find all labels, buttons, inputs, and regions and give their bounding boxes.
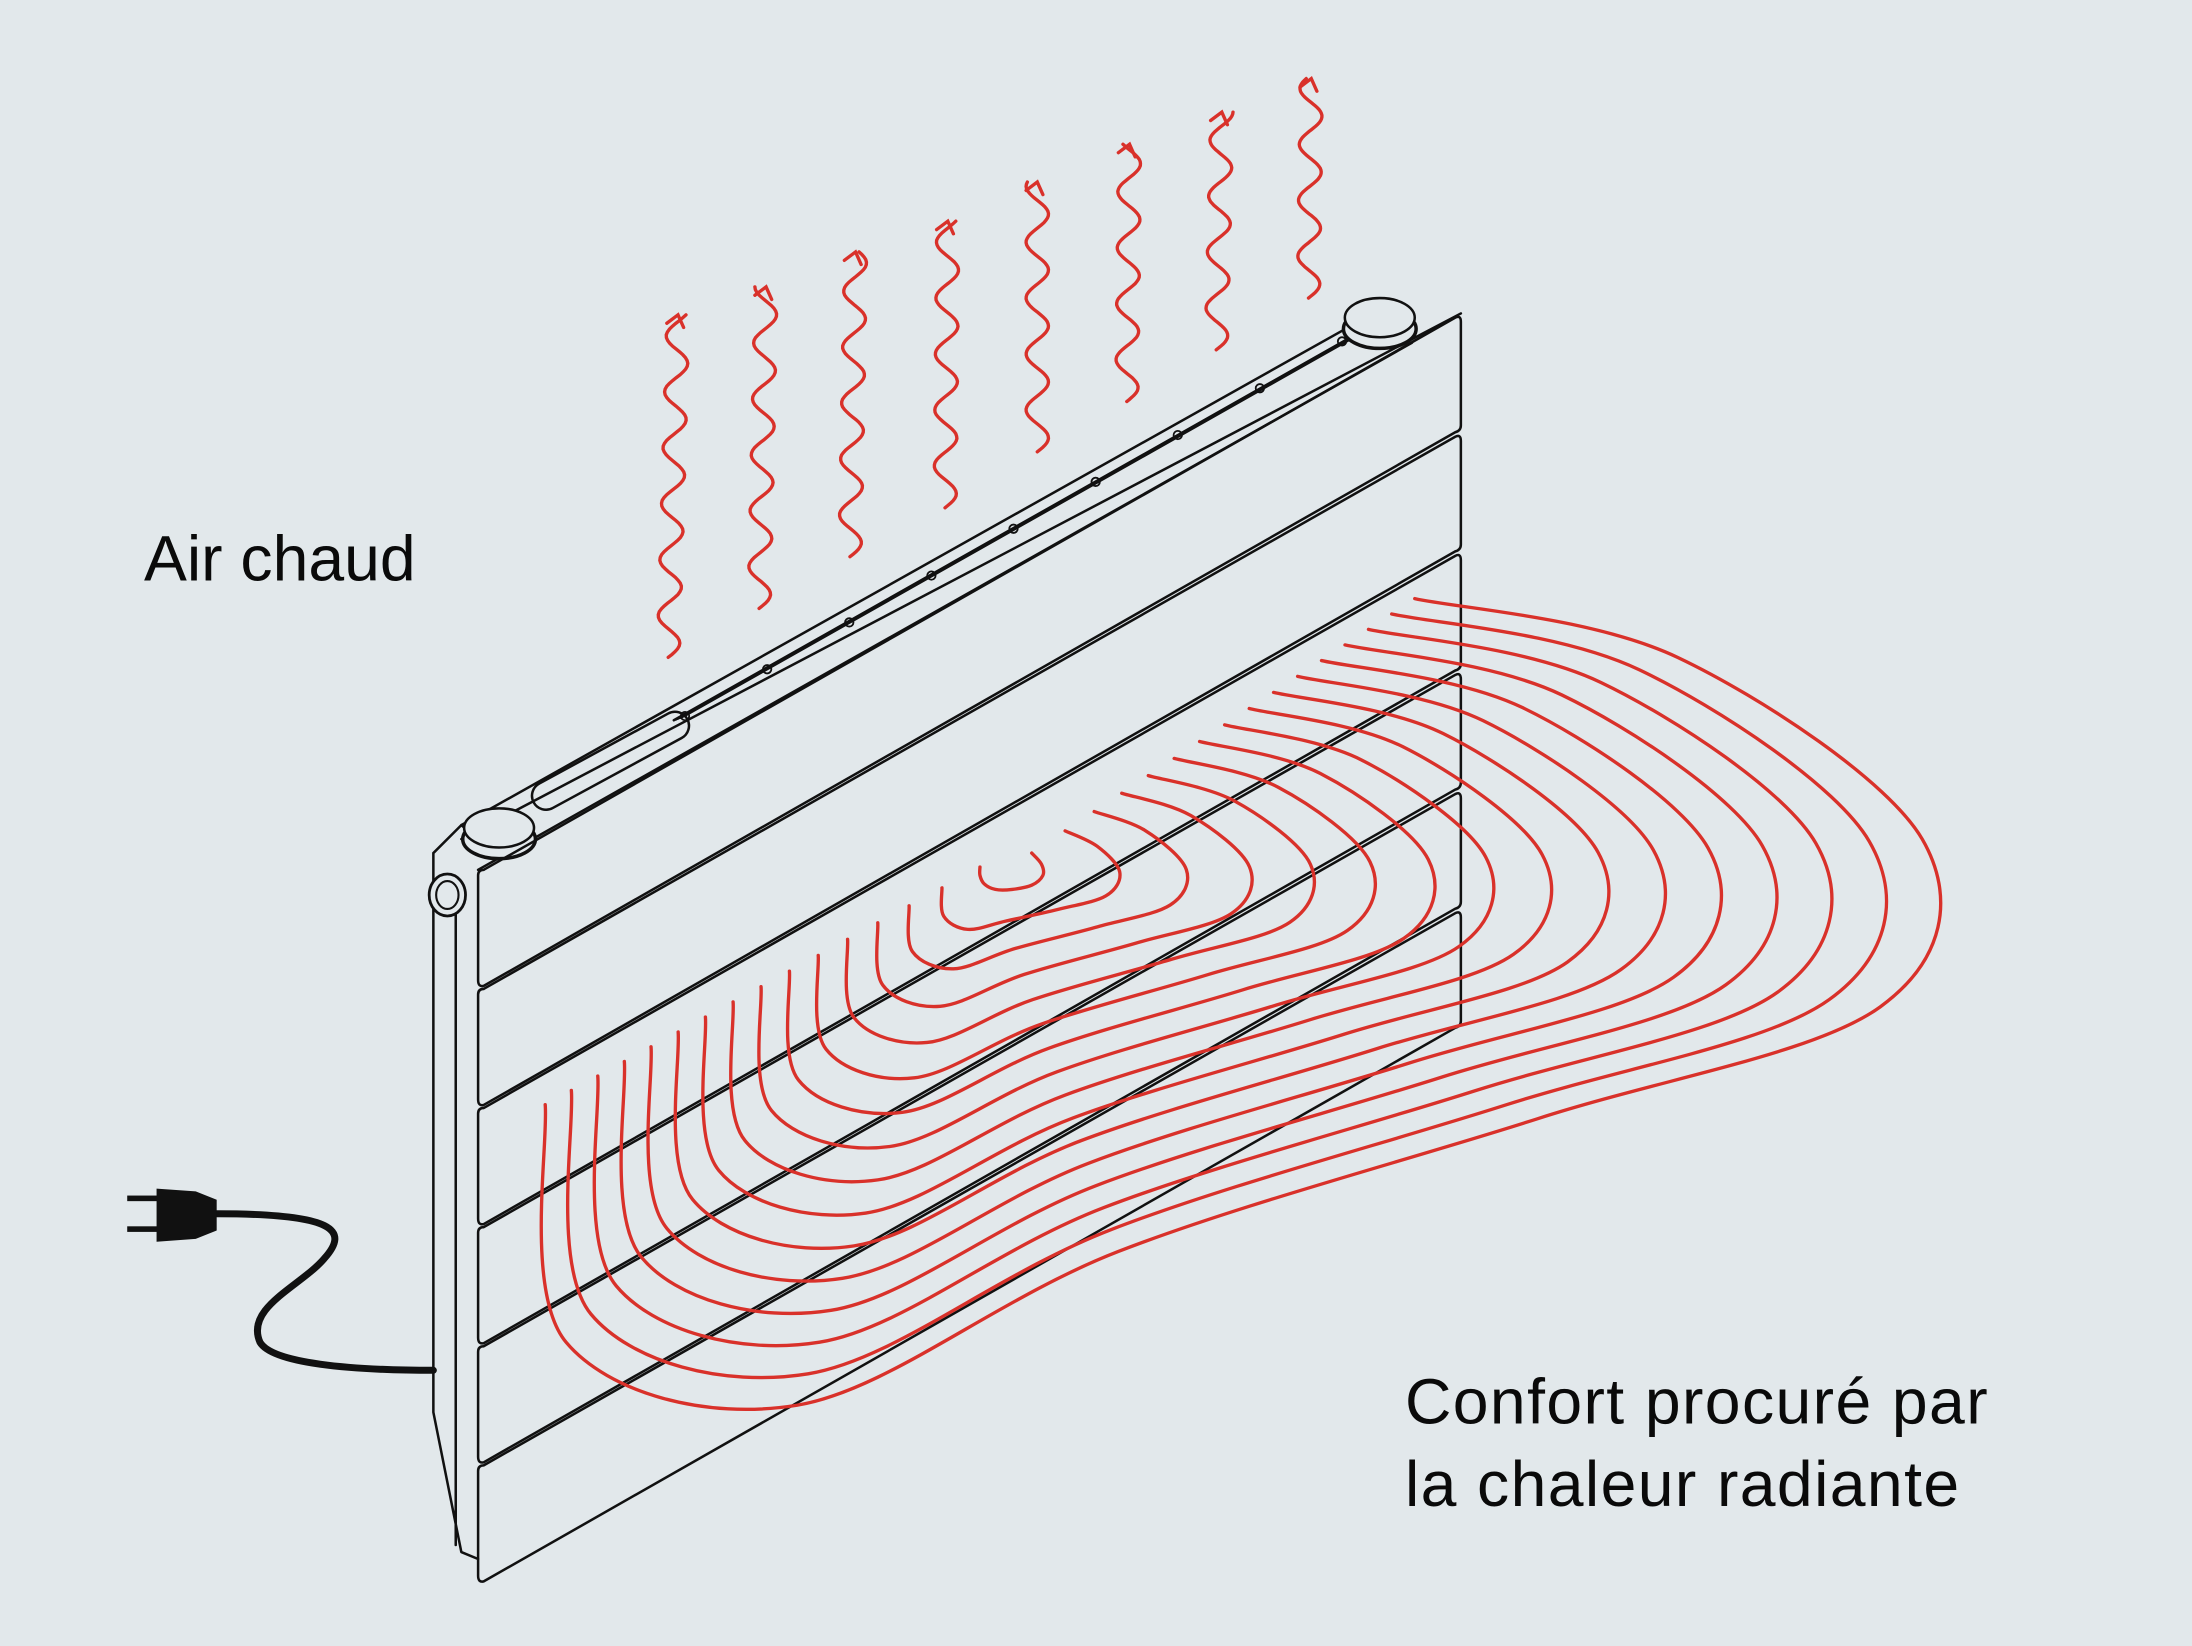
radiant-heat-contour-icon (701, 690, 1611, 1217)
radiant-heat-contour-icon (814, 756, 1377, 1081)
wave-arrowhead (1208, 109, 1230, 127)
grille-rivet (1336, 336, 1348, 347)
hot-air-wave-icon (747, 285, 779, 611)
radiator (427, 296, 1463, 1583)
radiant-heat-contour-icon (906, 809, 1190, 971)
radiator-grille (672, 330, 1365, 722)
radiant-heat-contour-icon (592, 627, 1834, 1348)
wave-arrowhead (1024, 179, 1045, 197)
radiant-heat-contours (539, 596, 1943, 1412)
radiator-panel (476, 792, 1463, 1464)
hot-air-label: Air chaud (144, 522, 416, 594)
grille-rivet (679, 710, 691, 722)
grille-rivet (762, 664, 773, 675)
radiant-heat-contour-icon (539, 596, 1943, 1412)
radiant-heat-label-line2: la chaleur radiante (1405, 1448, 1961, 1520)
wave-arrowhead (1298, 75, 1319, 93)
radiant-heat-contour-icon (844, 773, 1316, 1045)
radiant-heat-contour-icon (875, 791, 1254, 1009)
left-knob (460, 807, 538, 861)
grille-rivet (844, 617, 855, 628)
hot-air-wave-icon (932, 219, 961, 510)
radiant-heat-contour-icon (673, 674, 1667, 1250)
pipe-connector (427, 872, 467, 918)
radiant-heat-contour-icon (757, 723, 1496, 1150)
radiant-heat-label-line1: Confort procuré par (1405, 1365, 1989, 1437)
radiator-front-panels (476, 315, 1463, 1583)
electric-plug-icon (127, 1188, 437, 1374)
power-cord (213, 1210, 437, 1374)
radiator-panel (476, 315, 1463, 988)
wave-arrowhead (665, 312, 686, 330)
hot-air-wave-icon (656, 313, 690, 660)
grille-rivet (1008, 523, 1019, 534)
right-knob (1341, 296, 1418, 351)
radiant-heat-contour-icon (729, 706, 1554, 1184)
hot-air-wave-icon (1296, 76, 1324, 300)
hot-air-wave-icon (837, 250, 869, 559)
radiant-heat-contour-icon (785, 739, 1437, 1116)
grille-rivet (1090, 476, 1101, 488)
wave-arrowhead (753, 284, 774, 302)
grille-rivet (926, 570, 937, 581)
grille-rivet (1254, 383, 1266, 394)
radiant-heat-contour-icon (939, 829, 1122, 932)
radiant-heat-contour-icon (565, 612, 1889, 1380)
radiant-heat-contour-icon (646, 658, 1723, 1283)
wave-arrowhead (1116, 141, 1137, 159)
grille-rivet (1172, 429, 1183, 441)
hot-air-wave-icon (1024, 180, 1051, 454)
radiator-panel (476, 553, 1463, 1226)
radiant-heat-contour-icon (619, 643, 1779, 1316)
radiator-panel (476, 672, 1463, 1345)
radiant-heat-contour-icon (977, 851, 1046, 892)
wave-arrowhead (842, 249, 863, 267)
hot-air-wave-icon (1114, 142, 1143, 404)
hot-air-waves (656, 75, 1324, 660)
wave-arrowhead (934, 218, 956, 236)
radiator-panel (476, 434, 1463, 1107)
hot-air-wave-icon (1204, 110, 1235, 352)
grille-slot (683, 330, 1365, 718)
